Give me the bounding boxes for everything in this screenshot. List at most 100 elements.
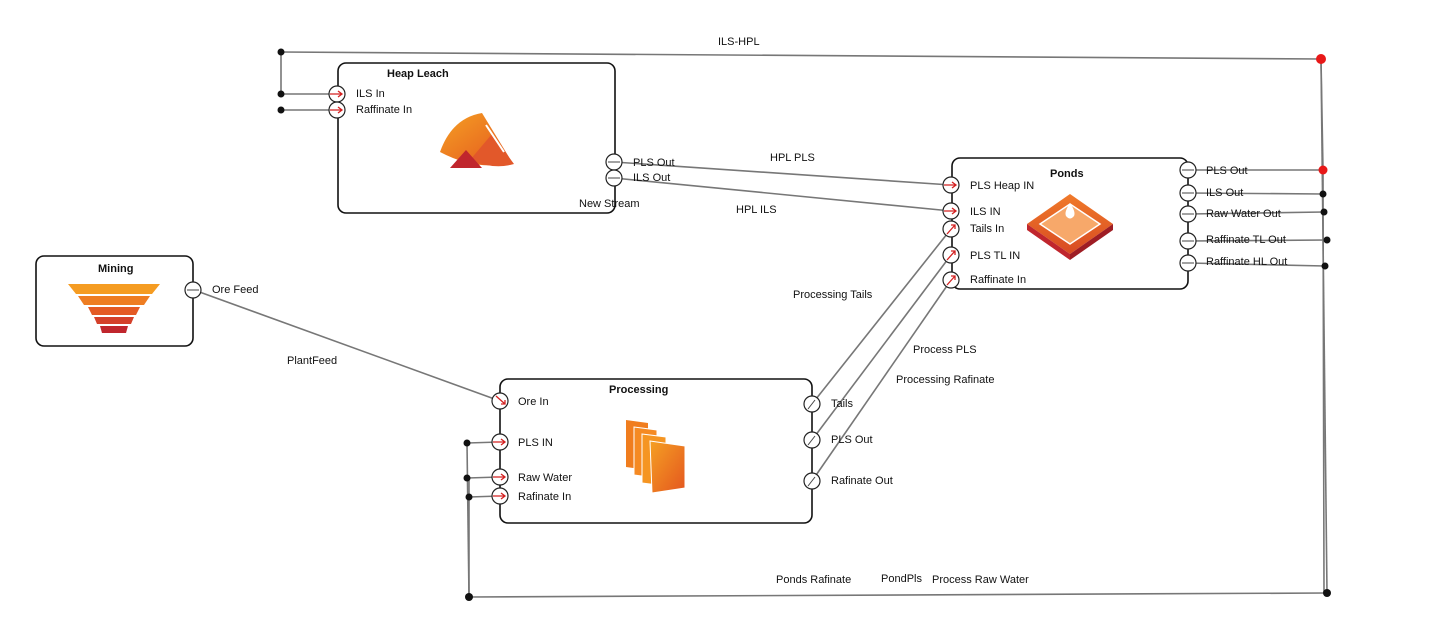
port-label: PLS Out (633, 157, 675, 169)
connector-process-pls[interactable] (811, 254, 952, 441)
connector-processing-rafinate[interactable] (811, 279, 952, 482)
port-pls-in[interactable] (491, 433, 509, 451)
port-raw-water-out[interactable] (1179, 205, 1197, 223)
node-caption: New Stream (579, 198, 640, 210)
connector-labels: ILS-HPL HPL PLS HPL ILS PlantFeed Proces… (287, 36, 1029, 586)
connector-hpl-ils[interactable] (613, 177, 952, 212)
junction-dot[interactable] (465, 493, 473, 501)
connector-label-hpl-ils: HPL ILS (736, 204, 777, 216)
node-ponds[interactable]: Ponds PLS Heap IN ILS IN Tails In PLS TL… (942, 157, 1287, 290)
port-label: Ore In (518, 396, 549, 408)
port-arrow-icon (944, 181, 958, 189)
node-title: Processing (609, 384, 668, 396)
connector-ponds-raffinate-hl-out[interactable] (1187, 262, 1326, 267)
port-arrow-icon (330, 106, 344, 114)
node-heap-leach[interactable]: Heap Leach ILS In Raffinate In PLS Out I… (328, 62, 675, 214)
port-label: ILS Out (1206, 187, 1243, 199)
node-title: Heap Leach (387, 68, 449, 80)
junction-dot[interactable] (277, 106, 285, 114)
connector-label-ponds-rafinate: Ponds Rafinate (776, 574, 851, 586)
highlight-junction-dot[interactable] (1316, 54, 1326, 64)
port-ils-out[interactable] (605, 169, 623, 187)
junction-dot[interactable] (463, 474, 471, 482)
connector-label-processing-tails: Processing Tails (793, 289, 873, 301)
connector-right-trunk-b[interactable] (1320, 58, 1328, 594)
port-raffinate-tl-out[interactable] (1179, 232, 1197, 250)
port-pls-out[interactable] (803, 431, 821, 449)
port-arrow-icon (493, 492, 507, 500)
port-rafinate-out[interactable] (803, 472, 821, 490)
port-line-icon (807, 476, 816, 487)
port-line-icon (807, 435, 816, 446)
port-label: Tails In (970, 223, 1004, 235)
connector-bottom-return[interactable] (468, 592, 1328, 598)
connector-dots (277, 48, 1331, 601)
port-raffinate-hl-out[interactable] (1179, 254, 1197, 272)
port-rafinate-in[interactable] (491, 487, 509, 505)
node-mining[interactable]: Mining Ore Feed (35, 255, 258, 347)
port-pls-tl-in[interactable] (942, 246, 960, 264)
port-ore-feed[interactable] (184, 281, 202, 299)
port-label: Raw Water Out (1206, 208, 1281, 220)
port-label: Ore Feed (212, 284, 258, 296)
port-label: Raffinate TL Out (1206, 234, 1286, 246)
port-label: Rafinate Out (831, 475, 893, 487)
connector-label-process-raw-water: Process Raw Water (932, 574, 1029, 586)
port-label: ILS In (356, 88, 385, 100)
port-tails[interactable] (803, 395, 821, 413)
junction-dot[interactable] (277, 90, 285, 98)
junction-dot[interactable] (1319, 190, 1327, 198)
connector-plant-feed[interactable] (193, 289, 501, 402)
heap-icon (440, 113, 514, 168)
port-label: Rafinate In (518, 491, 571, 503)
port-ils-in[interactable] (328, 85, 346, 103)
node-processing[interactable]: Processing Ore In PLS IN Raw Water Rafin… (491, 378, 893, 524)
port-label: PLS IN (518, 437, 553, 449)
junction-dot[interactable] (1321, 262, 1329, 270)
port-label: ILS Out (633, 172, 670, 184)
connector-ponds-raffinate-tl-out[interactable] (1187, 239, 1328, 242)
connector-ponds-ils-out[interactable] (1187, 192, 1324, 195)
connector-label-plant-feed: PlantFeed (287, 355, 337, 367)
port-label: Tails (831, 398, 854, 410)
junction-dot[interactable] (465, 593, 473, 601)
port-label: PLS TL IN (970, 250, 1020, 262)
port-label: Raffinate In (356, 104, 412, 116)
port-arrow-icon (946, 224, 956, 235)
connector-label-process-pls: Process PLS (913, 344, 977, 356)
connector-hpl-pls[interactable] (613, 161, 952, 186)
port-pls-heap-in[interactable] (942, 176, 960, 194)
port-label: Raffinate HL Out (1206, 256, 1287, 268)
port-tails-in[interactable] (942, 220, 960, 238)
connector-label-processing-rafinate: Processing Rafinate (896, 374, 994, 386)
connector-ponds-raw-water-out[interactable] (1187, 211, 1325, 215)
connector-ils-hpl[interactable] (280, 51, 1322, 60)
junction-dot[interactable] (277, 48, 285, 56)
connector-label-pond-pls: PondPls (881, 573, 922, 585)
junction-dot[interactable] (463, 439, 471, 447)
port-label: Raw Water (518, 472, 572, 484)
connector-processing-tails[interactable] (811, 228, 952, 405)
junction-dot[interactable] (1320, 208, 1328, 216)
port-arrow-icon (493, 438, 507, 446)
documents-icon (626, 420, 686, 494)
junction-dot[interactable] (1323, 589, 1331, 597)
port-ils-out[interactable] (1179, 184, 1197, 202)
port-pls-out[interactable] (605, 153, 623, 171)
node-title: Mining (98, 263, 133, 275)
port-raw-water[interactable] (491, 468, 509, 486)
port-raffinate-in[interactable] (942, 271, 960, 289)
highlight-junction-dot[interactable] (1318, 165, 1328, 175)
port-arrow-icon (493, 473, 507, 481)
port-arrow-icon (944, 207, 958, 215)
pond-icon (1027, 194, 1113, 260)
port-raffinate-in[interactable] (328, 101, 346, 119)
port-label: PLS Out (831, 434, 873, 446)
connector-label-hpl-pls: HPL PLS (770, 152, 815, 164)
port-ils-in[interactable] (942, 202, 960, 220)
port-label: PLS Out (1206, 165, 1248, 177)
junction-dot[interactable] (1323, 236, 1331, 244)
port-pls-out[interactable] (1179, 161, 1197, 179)
port-ore-in[interactable] (491, 392, 509, 410)
